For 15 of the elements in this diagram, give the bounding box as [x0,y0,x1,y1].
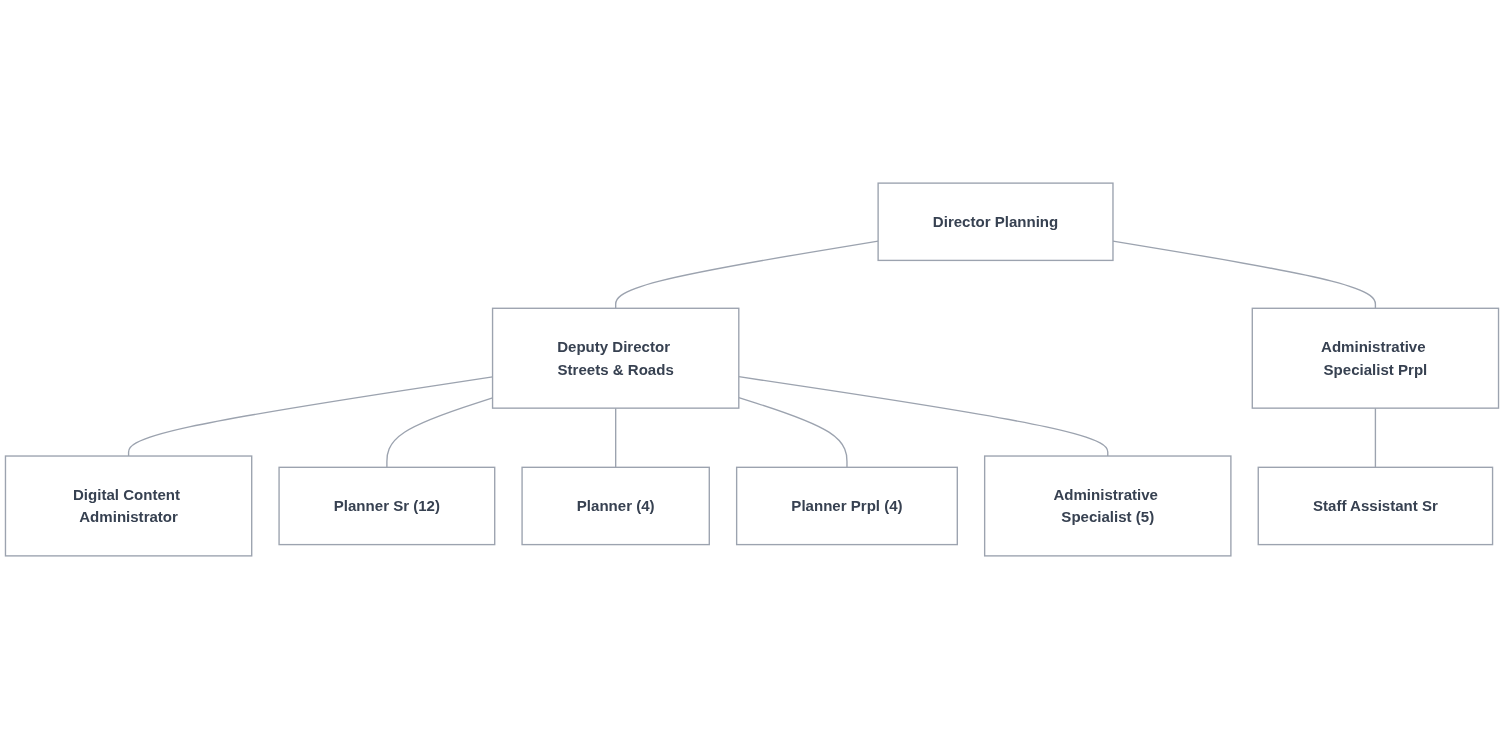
node-box: Staff Assistant Sr [1257,466,1494,546]
node-box: Planner (4) [521,466,710,546]
node-box: Administrative Specialist Prpl [1251,307,1500,409]
connector [738,396,848,468]
node-box: Administrative Specialist (5) [983,455,1232,557]
node-box: Planner Prpl (4) [735,466,958,546]
node-box: Digital Content Administrator [4,455,253,557]
connector [1374,407,1377,468]
connector [615,407,617,468]
node-box: Planner Sr (12) [278,466,496,546]
connector [1112,240,1377,309]
node-box: Deputy Director Streets & Roads [491,307,740,409]
connector [615,240,879,309]
connector [738,376,1109,457]
node-box: Director Planning [877,182,1114,262]
